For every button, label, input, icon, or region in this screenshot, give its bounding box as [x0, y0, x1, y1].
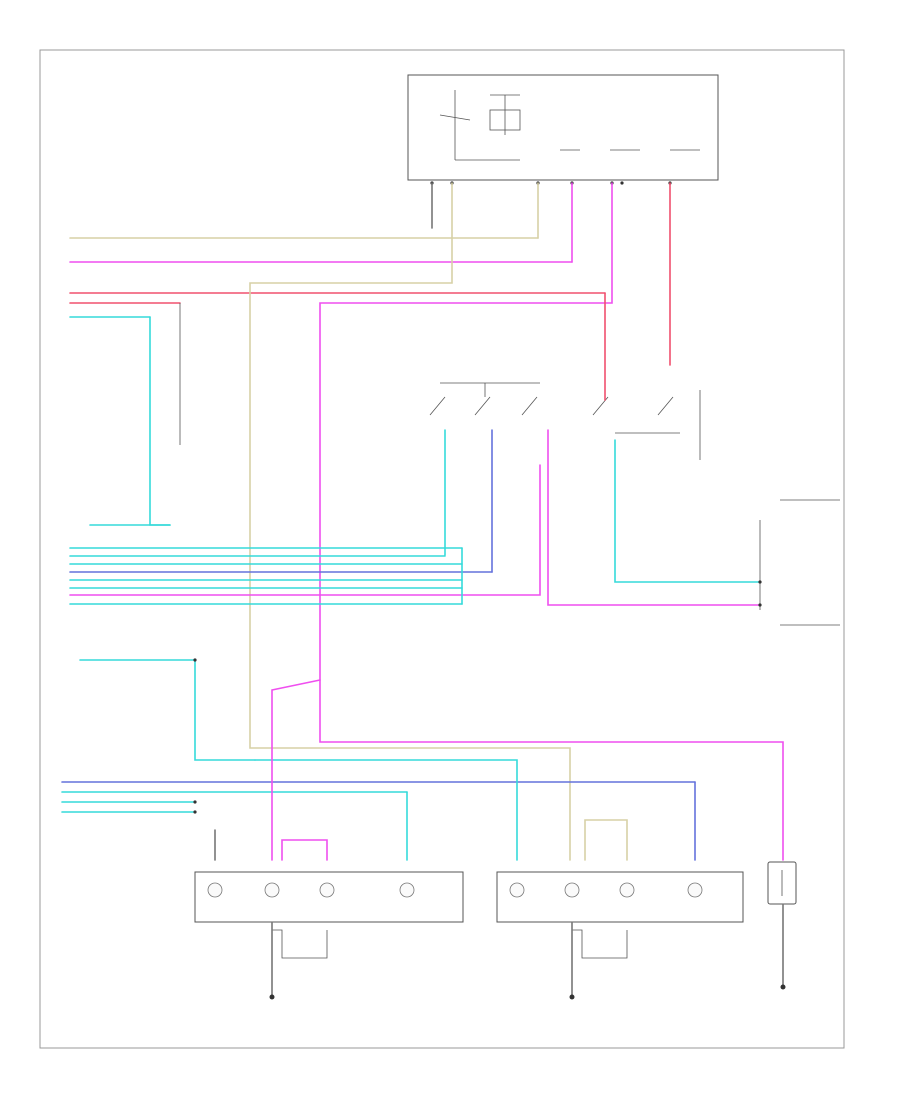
trailer-lamp: [767, 861, 797, 905]
right-connector: [758, 499, 840, 626]
left-lamp-cluster: [194, 839, 464, 959]
ground-trailer: [780, 984, 786, 990]
wire-cyan-right-lamp: [254, 759, 518, 861]
right-lamp-cluster: [496, 819, 744, 959]
wire-pink-trailer: [319, 182, 784, 861]
lamp-switch: [429, 382, 701, 460]
wire-cyan-sw4: [614, 439, 761, 583]
diagram-frame: [39, 49, 845, 1049]
wire-tan-loop: [249, 182, 571, 861]
wire-pink-sw3: [547, 429, 761, 606]
relay-box-pins: [430, 181, 672, 185]
ground-right: [569, 994, 575, 1000]
wire-cyan-mid: [79, 659, 256, 761]
left-edge-terminals: [193, 658, 197, 814]
relay-box: [407, 74, 719, 181]
wire-pink-sw3b: [69, 464, 541, 596]
wire-cyan-left: [149, 316, 171, 526]
ground-left: [269, 994, 275, 1000]
wire-pink-left-lamp: [271, 679, 321, 861]
